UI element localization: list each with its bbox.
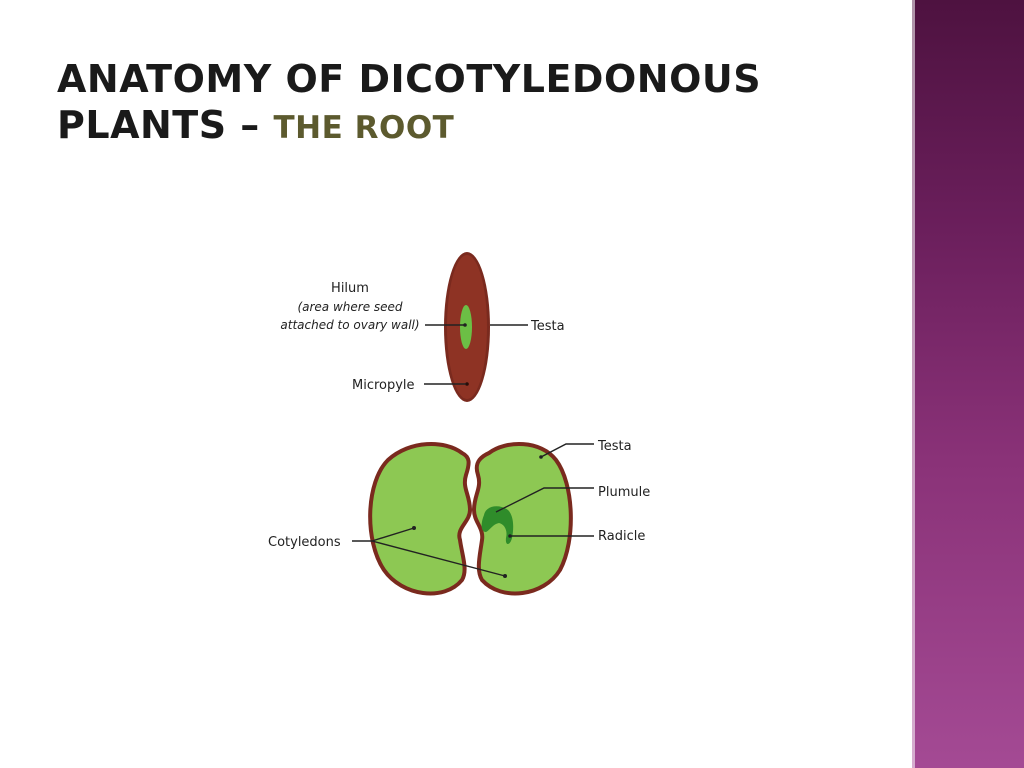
embryo-plumule-radicle <box>481 506 514 544</box>
label-radicle: Radicle <box>598 529 645 544</box>
title-subtitle: THE ROOT <box>273 110 455 146</box>
left-cotyledon-shape <box>368 442 473 596</box>
radicle-leader-dot <box>508 534 512 538</box>
cotyledons-leader-right <box>371 540 506 577</box>
whole-seed <box>444 252 490 402</box>
label-plumule: Plumule <box>598 485 650 500</box>
testa-bottom-leader <box>540 443 594 458</box>
title-main-part: PLANTS – <box>57 103 260 147</box>
label-hilum-note-2: attached to ovary wall) <box>280 318 419 332</box>
label-micropyle: Micropyle <box>352 378 415 393</box>
testa-bottom-leader-dot <box>539 455 543 459</box>
slide-title: ANATOMY OF DICOTYLEDONOUS PLANTS – THE R… <box>57 56 897 151</box>
cotyledons-dot-left <box>412 526 416 530</box>
left-cotyledon <box>368 442 473 596</box>
title-line-1: ANATOMY OF DICOTYLEDONOUS <box>57 57 762 101</box>
label-hilum: Hilum <box>331 281 369 296</box>
hilum-mark <box>460 305 472 349</box>
label-hilum-note-1: (area where seed <box>297 300 402 314</box>
right-cotyledon <box>471 442 573 596</box>
label-testa-top: Testa <box>530 319 565 334</box>
right-cotyledon-shape <box>471 442 573 596</box>
micropyle-mark <box>465 382 469 386</box>
decorative-side-band <box>912 0 1024 768</box>
cotyledons-dot-right <box>503 574 507 578</box>
label-testa-bottom: Testa <box>597 439 632 454</box>
plumule-leader <box>495 487 594 513</box>
cotyledons-leader-left <box>371 527 415 542</box>
seed-diagram: Hilum (area where seed attached to ovary… <box>268 252 650 596</box>
hilum-leader-dot <box>463 323 467 327</box>
title-line-2: PLANTS – THE ROOT <box>57 102 897 151</box>
label-cotyledons: Cotyledons <box>268 535 341 550</box>
